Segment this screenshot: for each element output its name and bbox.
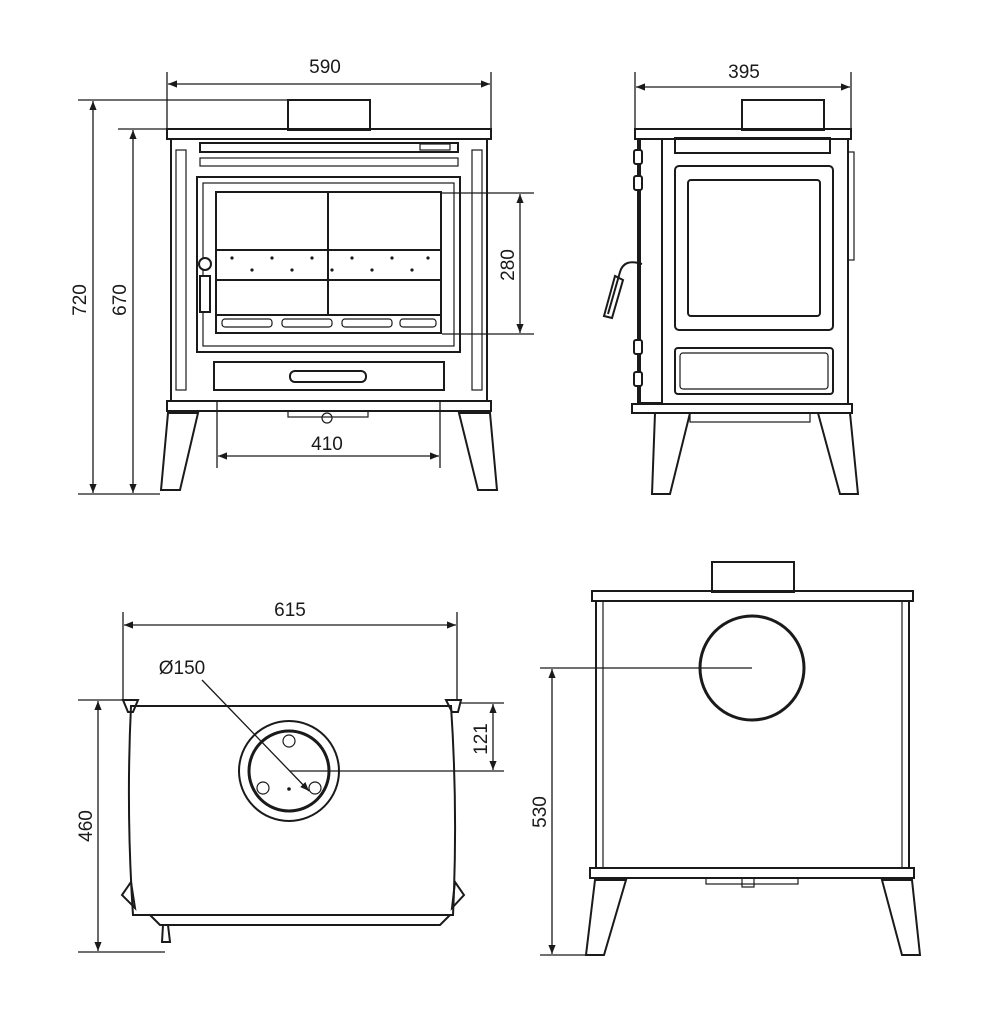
dim-top-height: 670 [110,284,131,316]
front-baffle [215,249,442,281]
top-view: 615 Ø150 121 460 [76,600,504,953]
top-view-outline [127,705,457,916]
side-plinth [631,403,853,414]
dim-flue-diameter: Ø150 [159,658,205,679]
side-left-leg [650,412,692,495]
side-door-handle [607,261,643,315]
side-flue-collar [741,99,825,131]
front-flue-collar [287,99,371,131]
front-grate [215,314,442,334]
dim-side-depth: 395 [728,62,760,83]
dim-top-view-depth: 460 [76,810,97,842]
front-right-pilaster [471,149,483,391]
front-left-pilaster [175,149,187,391]
rear-plinth [589,867,915,879]
dim-total-height: 720 [70,284,91,316]
front-door-frame [196,176,461,353]
dim-door-glass-height: 280 [498,249,519,281]
front-air-slider [419,143,451,151]
dim-flue-offset: 121 [471,723,492,755]
dim-line-flue-diameter [201,679,310,792]
front-air-vent-bottom [199,157,459,167]
front-left-leg [159,412,200,491]
side-panel-lower [674,347,834,395]
dim-leg-span: 410 [311,434,343,455]
top-view-handle [160,924,172,943]
rear-body [595,600,910,869]
side-door-edge [639,138,663,404]
front-right-leg [457,412,499,491]
side-right-leg [816,412,860,495]
rear-right-leg [880,879,922,956]
rear-flue-collar [711,561,795,593]
front-plinth [166,400,492,412]
front-door-handle [198,257,212,271]
front-baffle-dots [230,256,430,272]
rear-view: 530 [530,561,922,956]
front-ashpan [213,361,445,391]
dim-top-view-width: 615 [274,600,306,621]
front-air-vent-top [199,142,459,153]
rear-left-leg [584,879,628,956]
front-ashpan-handle [289,370,367,383]
side-view: 395 [602,62,860,495]
dim-rear-outlet-height: 530 [530,796,551,828]
front-view: 590 720 670 280 410 [70,57,534,495]
dim-front-width: 590 [309,57,341,78]
side-panel-upper [674,165,834,331]
side-body [637,138,849,405]
